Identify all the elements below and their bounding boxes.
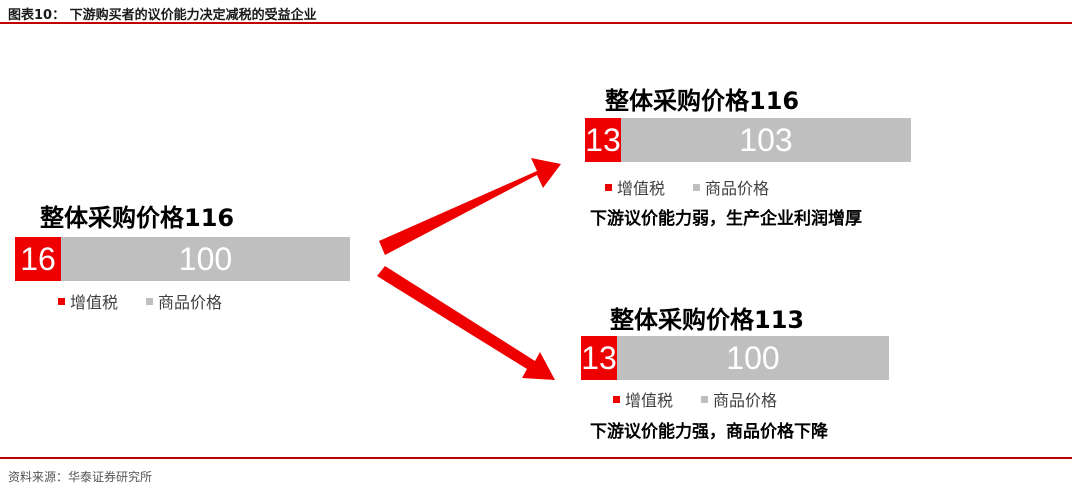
top-rule xyxy=(0,22,1072,24)
legend-swatch-goods xyxy=(693,183,701,191)
legend-swatch-tax xyxy=(605,183,612,191)
top-right-block-title: 整体采购价格116 xyxy=(605,87,800,115)
source-note: 资料来源：华泰证券研究所 xyxy=(8,470,153,484)
bottom-right-goods-segment: 100 xyxy=(617,336,889,380)
figure-title: 图表10： 下游购买者的议价能力决定减税的受益企业 xyxy=(8,8,317,23)
legend-label-goods: 商品价格 xyxy=(158,293,223,312)
bottom-right-tax-segment: 13 xyxy=(581,336,617,380)
bottom-right-note: 下游议价能力强，商品价格下降 xyxy=(590,422,828,442)
left-legend: 增值税 商品价格 xyxy=(58,289,222,313)
left-block-title: 整体采购价格116 xyxy=(40,204,235,232)
legend-item-goods: 商品价格 xyxy=(701,387,777,411)
legend-label-tax: 增值税 xyxy=(70,293,119,312)
legend-item-tax: 增值税 xyxy=(613,387,673,411)
bottom-rule xyxy=(0,457,1072,459)
legend-label-tax: 增值税 xyxy=(617,179,666,198)
left-tax-segment: 16 xyxy=(15,237,61,281)
legend-swatch-goods xyxy=(701,395,709,403)
legend-label-tax: 增值税 xyxy=(625,391,674,410)
legend-swatch-goods xyxy=(146,297,154,305)
legend-item-goods: 商品价格 xyxy=(146,289,222,313)
legend-item-tax: 增值税 xyxy=(605,175,665,199)
arrow-down-right xyxy=(377,266,555,380)
top-right-tax-segment: 13 xyxy=(585,118,621,162)
legend-label-goods: 商品价格 xyxy=(705,179,770,198)
top-right-price-bar: 13 103 xyxy=(585,118,911,162)
legend-item-goods: 商品价格 xyxy=(693,175,769,199)
legend-swatch-tax xyxy=(58,297,65,305)
bottom-right-price-bar: 13 100 xyxy=(581,336,889,380)
left-goods-segment: 100 xyxy=(61,237,350,281)
arrow-up-right xyxy=(379,158,561,255)
bottom-right-block-title: 整体采购价格113 xyxy=(610,306,805,334)
top-right-goods-segment: 103 xyxy=(621,118,911,162)
bottom-right-legend: 增值税 商品价格 xyxy=(613,387,777,411)
top-right-legend: 增值税 商品价格 xyxy=(605,175,769,199)
legend-item-tax: 增值税 xyxy=(58,289,118,313)
legend-label-goods: 商品价格 xyxy=(713,391,778,410)
left-price-bar: 16 100 xyxy=(15,237,350,281)
top-right-note: 下游议价能力弱，生产企业利润增厚 xyxy=(590,209,862,229)
legend-swatch-tax xyxy=(613,395,620,403)
